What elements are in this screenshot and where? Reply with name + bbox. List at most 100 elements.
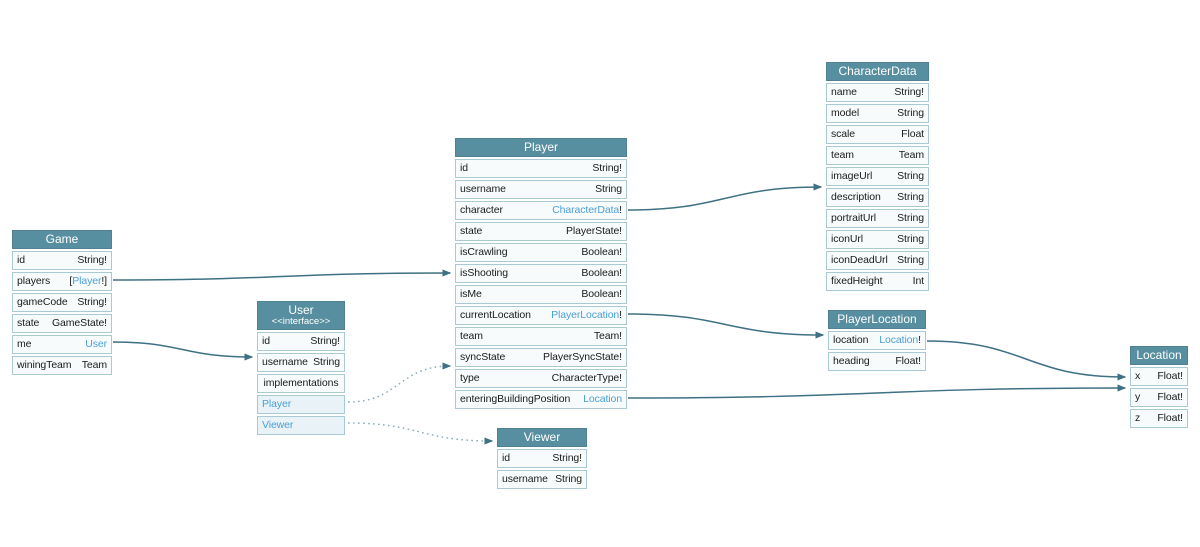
type-link-player[interactable]: Player [72,275,102,287]
field-type: Location! [879,332,921,349]
field-type: Location [583,391,622,408]
field-name: location [833,334,869,346]
field-type: String [897,105,924,122]
field-row-location-x[interactable]: x Float! [1130,367,1188,386]
type-text: String! [77,254,107,266]
type-link-user[interactable]: User [85,338,107,350]
field-name: id [17,254,25,266]
field-name: isShooting [460,267,509,279]
type-text: Float! [1157,370,1183,382]
field-type: String [595,181,622,198]
field-type: Float! [1157,410,1183,427]
field-type: String! [552,450,582,467]
type-text: String [897,170,924,182]
type-link-location[interactable]: Location [583,393,622,405]
field-name: description [831,191,881,203]
table-header-player[interactable]: Player [455,138,627,157]
table-title: PlayerLocation [837,312,917,326]
type-text: String [313,356,340,368]
type-text: [ [69,275,73,287]
field-type: Float! [1157,368,1183,385]
implementation-link-viewer[interactable]: Viewer [257,416,345,435]
type-text: String! [77,296,107,308]
type-link-playerlocation[interactable]: PlayerLocation [551,309,620,321]
field-type: CharacterType! [552,370,622,387]
field-name: scale [831,128,856,140]
table-header-playerlocation[interactable]: PlayerLocation [828,310,926,329]
field-name: syncState [460,351,506,363]
field-row-player-type[interactable]: type CharacterType! [455,369,627,388]
type-text: Float! [1157,412,1183,424]
table-header-viewer[interactable]: Viewer [497,428,587,447]
edge-user-viewer-implementation [347,422,494,445]
table-header-characterdata[interactable]: CharacterData [826,62,929,81]
field-row-characterdata-iconDeadUrl[interactable]: iconDeadUrl String [826,251,929,270]
table-header-game[interactable]: Game [12,230,112,249]
type-text: String [595,183,622,195]
type-text: Team! [593,330,622,342]
field-name: type [460,372,480,384]
field-row-characterdata-iconUrl[interactable]: iconUrl String [826,230,929,249]
field-row-player-syncState[interactable]: syncState PlayerSyncState! [455,348,627,367]
implementation-link-player[interactable]: Player [257,395,345,414]
field-name: gameCode [17,296,68,308]
table-header-user[interactable]: User<<interface>> [257,301,345,330]
field-name: state [460,225,483,237]
field-type: CharacterData! [552,202,622,219]
table-title: Viewer [523,430,561,444]
table-title: Game [45,232,79,246]
type-link-characterdata[interactable]: CharacterData [552,204,620,216]
table-subtitle: <<interface>> [271,316,331,327]
field-row-game-players[interactable]: players[Player!] [12,272,112,291]
field-row-playerlocation-location[interactable]: location Location! [828,331,926,350]
field-name: state [17,317,40,329]
edge-playerlocation-location [926,340,1127,381]
field-row-game-id[interactable]: id String! [12,251,112,270]
field-name: iconUrl [831,233,863,245]
field-type: PlayerSyncState! [543,349,622,366]
field-name: x [1135,370,1141,382]
field-name: iconDeadUrl [831,254,888,266]
table-header-location[interactable]: Location [1130,346,1188,365]
field-row-game-gameCode[interactable]: gameCode String! [12,293,112,312]
type-text: String [897,233,924,245]
type-link-location[interactable]: Location [879,334,919,346]
table-title: Player [523,140,558,154]
type-text: String [897,254,924,266]
